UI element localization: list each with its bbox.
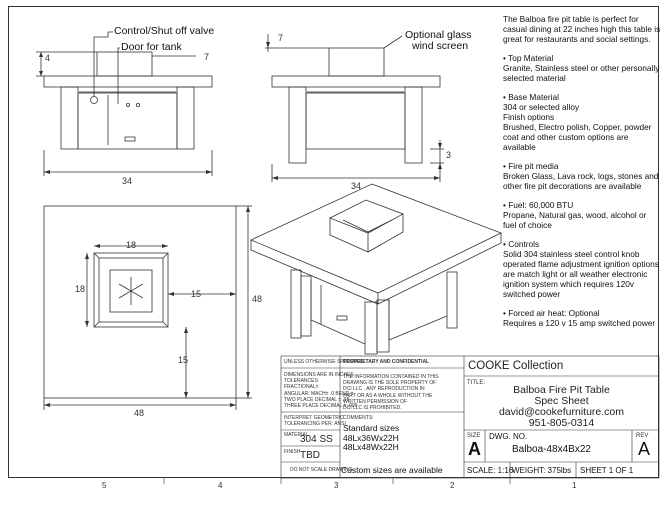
screen-callout-line1: Optional glass [405,29,472,41]
tb-rev-label: REV [636,433,649,439]
dim-front-height: 4 [45,53,51,63]
tb-do-not-scale: DO NOT SCALE DRAWING [290,467,353,473]
plan-view [43,205,252,410]
dim-plan-height: 48 [252,294,263,304]
tb-size-value: A [468,439,481,459]
dim-front-offset: 7 [204,52,210,62]
zone-1: 1 [572,481,577,490]
tb-proprietary-text: THE INFORMATION CONTAINED IN THIS DRAWIN… [343,374,439,412]
tb-weight: WEIGHT: 375lbs [512,466,572,475]
tb-collection: COOKE Collection [468,360,564,372]
dim-plan-inner-width: 18 [126,240,137,250]
door-callout: Door for tank [121,41,182,53]
dim-plan-bottom: 15 [178,355,189,365]
front-view [36,31,213,176]
dim-front-width: 34 [122,176,133,186]
tb-sheet: SHEET 1 OF 1 [580,466,634,475]
tb-material-value: 304 SS [300,434,333,445]
tb-interpret: INTERPRET GEOMETRIC TOLERANCING PER: ANS… [284,415,346,428]
note-fuel: • Fuel: 60,000 BTU Propane, Natural gas,… [503,200,647,230]
tb-unless: UNLESS OTHERWISE SPECIFIED: [284,359,365,365]
tb-finish-label: FINISH [284,449,301,455]
note-top-material: • Top Material Granite, Stainless steel … [503,53,660,83]
tb-material-label: MATERIAL [284,432,309,438]
note-fire-pit-media: • Fire pit media Broken Glass, Lava rock… [503,161,659,191]
dim-side-top: 7 [278,33,284,43]
tb-proprietary-title: PROPRIETARY AND CONFIDENTIAL [343,359,430,365]
zone-2: 2 [450,481,455,490]
tb-comments-label: COMMENTS: [343,415,374,421]
iso-view [250,183,503,355]
tb-title-label: TITLE: [467,380,486,386]
tb-scale: SCALE: 1:16 [467,466,514,475]
side-view [265,34,444,182]
zone-3: 3 [334,481,339,490]
tb-dwg-label: DWG. NO. [489,432,528,441]
dim-side-width: 34 [351,181,362,191]
dim-plan-inner-height: 18 [75,284,86,294]
tb-sizes: Standard sizes 48Lx36Wx22H 48Lx48Wx22H [343,423,400,452]
dim-plan-right: 15 [191,289,202,299]
zone-5: 5 [102,481,107,490]
zone-4: 4 [218,481,223,490]
tb-size-label: SIZE [467,433,481,439]
tb-tolerances: DIMENSIONS ARE IN INCHES TOLERANCES: FRA… [284,372,358,410]
tb-rev-value: A [638,439,651,459]
dim-side-bottom: 3 [446,150,452,160]
tb-title: Balboa Fire Pit Table Spec Sheet david@c… [498,384,625,429]
valve-callout: Control/Shut off valve [114,25,215,37]
dim-plan-width: 48 [134,408,145,418]
note-intro: The Balboa fire pit table is perfect for… [503,14,661,44]
sheet-border [8,6,659,478]
screen-callout-line2: wind screen [412,40,469,52]
note-forced-air: • Forced air heat: Optional Requires a 1… [503,308,656,328]
tb-dwg-value: Balboa-48x4Bx22 [512,444,591,455]
tb-finish-value: TBD [300,450,320,461]
tb-custom-sizes: Custom sizes are available [341,465,443,475]
note-base-material: • Base Material 304 or selected alloy Fi… [503,92,652,152]
spec-notes: The Balboa fire pit table is perfect for… [503,14,661,337]
note-controls: • Controls Solid 304 stainless steel con… [503,239,659,299]
